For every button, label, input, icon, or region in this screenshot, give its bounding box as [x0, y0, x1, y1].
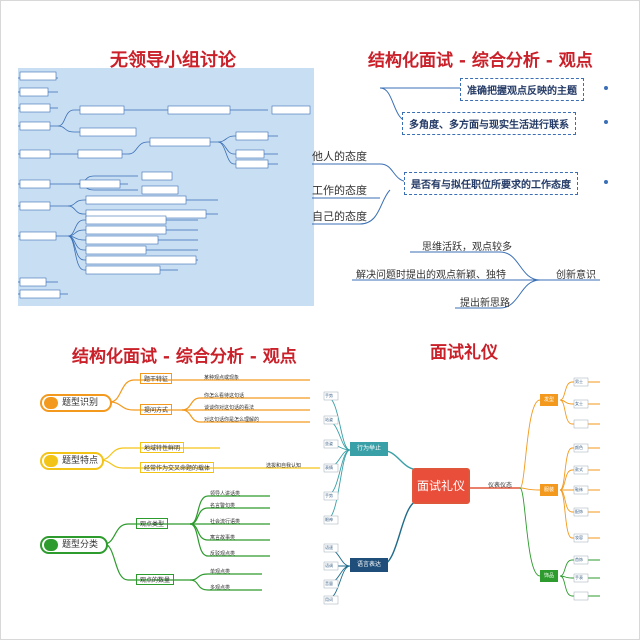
- q3-title: 结构化面试 - 综合分析 - 观点: [72, 347, 297, 367]
- q2-bottom-item-1: 思维活跃，观点较多: [422, 242, 512, 253]
- q4-right-node-clothes: 服装: [540, 484, 558, 496]
- q3-r1-child-2: 提问方式: [140, 404, 173, 415]
- q4-right-small-9: 手表: [575, 575, 583, 580]
- q4-right-small-4: 款式: [575, 467, 583, 472]
- q4-small-label-6: 眼神: [325, 517, 333, 522]
- q3-r1-leaf-2: 你怎么看待这句话: [204, 393, 245, 399]
- q4-small-label-9: 音量: [325, 581, 333, 586]
- q4-small-label-4: 表情: [325, 465, 333, 470]
- q2-box-perspective: 多角度、多方面与现实生活进行联系: [402, 112, 576, 135]
- q4-small-label-10: 用词: [325, 597, 333, 602]
- q3-r3-leaf-5: 反驳观点类: [210, 551, 236, 557]
- q3-r3-leaf-6: 单观点类: [210, 569, 231, 575]
- q2-left-item-3: 自己的态度: [312, 210, 367, 223]
- q3-r1-leaf-3: 谈谈你对这句话的看法: [204, 405, 255, 411]
- q1-mindmap-panel: [18, 68, 314, 306]
- q4-right-small-3: 颜色: [575, 445, 583, 450]
- q4-center-label: 面试礼仪: [416, 479, 465, 493]
- q3-root-identify: 题型识别: [40, 394, 112, 412]
- q2-bottom-right-label: 创新意识: [556, 270, 596, 281]
- q4-left-node-language: 语言表达: [350, 558, 388, 572]
- q4-left-node-behavior: 行为举止: [350, 442, 388, 456]
- q2-title: 结构化面试 - 综合分析 - 观点: [368, 51, 593, 71]
- q3-r3-leaf-7: 多观点类: [210, 585, 231, 591]
- q4-right-small-1: 男士: [575, 379, 583, 384]
- q3-r1-leaf-1: 某种观点或现象: [204, 375, 240, 381]
- q4-right-small-5: 鞋袜: [575, 487, 583, 492]
- q3-root-features-icon: [44, 455, 58, 467]
- q4-title: 面试礼仪: [430, 343, 498, 363]
- q2-left-item-1: 他人的态度: [312, 150, 367, 163]
- q3-r2-extra: 选拔和自我认知: [266, 463, 302, 469]
- q3-r2-child-2: 经常作为交叉命题的载体: [140, 462, 215, 473]
- q4-right-node-accessory: 饰品: [540, 570, 558, 582]
- q3-root-classify-label: 题型分类: [62, 540, 99, 550]
- q3-r1-child-1: 题干特征: [140, 373, 173, 384]
- q4-right-node-accessory-label: 饰品: [543, 573, 554, 579]
- q4-left-node-language-label: 语言表达: [356, 561, 381, 568]
- q4-small-label-1: 手势: [325, 393, 333, 398]
- q4-right-label: 仪表仪态: [488, 482, 513, 489]
- q3-r3-leaf-1: 领导人讲话类: [210, 491, 241, 497]
- q3-r3-child-1: 观点类型: [136, 518, 169, 529]
- q4-center-node: 面试礼仪: [412, 468, 470, 504]
- q3-r2-child-1: 地域特性鲜明: [140, 442, 185, 453]
- q4-right-node-clothes-label: 服装: [543, 487, 554, 493]
- q1-title: 无领导小组讨论: [110, 50, 236, 71]
- q1-mindmap-lines: [18, 71, 311, 299]
- q4-small-label-7: 语速: [325, 545, 333, 550]
- q3-root-identify-icon: [44, 397, 58, 409]
- q3-r3-leaf-2: 名言警句类: [210, 503, 236, 509]
- q4-small-label-8: 语调: [325, 563, 333, 568]
- q4-right-small-7: 妆容: [575, 535, 583, 540]
- q3-r3-leaf-3: 社会流行语类: [210, 519, 241, 525]
- q2-bottom-item-2: 解决问题时提出的观点新颖、独特: [356, 270, 506, 281]
- q4-right-small-8: 首饰: [575, 557, 583, 562]
- q3-root-identify-label: 题型识别: [62, 398, 99, 408]
- q4-small-label-2: 站姿: [325, 417, 333, 422]
- q4-small-label-5: 手势: [325, 493, 333, 498]
- q2-bottom-item-3: 提出新思路: [460, 298, 510, 309]
- q3-r3-child-2: 观点的数量: [136, 574, 175, 585]
- q4-right-node-hair: 发型: [540, 394, 558, 406]
- q3-r1-leaf-4: 对这句话你是怎么理解的: [204, 417, 260, 423]
- q3-r3-leaf-4: 寓言故事类: [210, 535, 236, 541]
- q2-box-theme: 准确把握观点反映的主题: [460, 78, 584, 101]
- q3-root-classify-icon: [44, 539, 58, 551]
- q4-small-label-3: 坐姿: [325, 441, 333, 446]
- q3-root-classify: 题型分类: [40, 536, 108, 554]
- q4-right-small-6: 配饰: [575, 509, 583, 514]
- q2-left-item-2: 工作的态度: [312, 184, 367, 197]
- q4-right-node-hair-label: 发型: [543, 397, 554, 403]
- q2-box-attitude: 是否有与拟任职位所要求的工作态度: [404, 172, 578, 195]
- q3-root-features-label: 题型特点: [62, 456, 99, 466]
- q4-right-small-2: 女士: [575, 401, 583, 406]
- q3-root-features: 题型特点: [40, 452, 104, 470]
- q4-left-node-behavior-label: 行为举止: [356, 445, 381, 452]
